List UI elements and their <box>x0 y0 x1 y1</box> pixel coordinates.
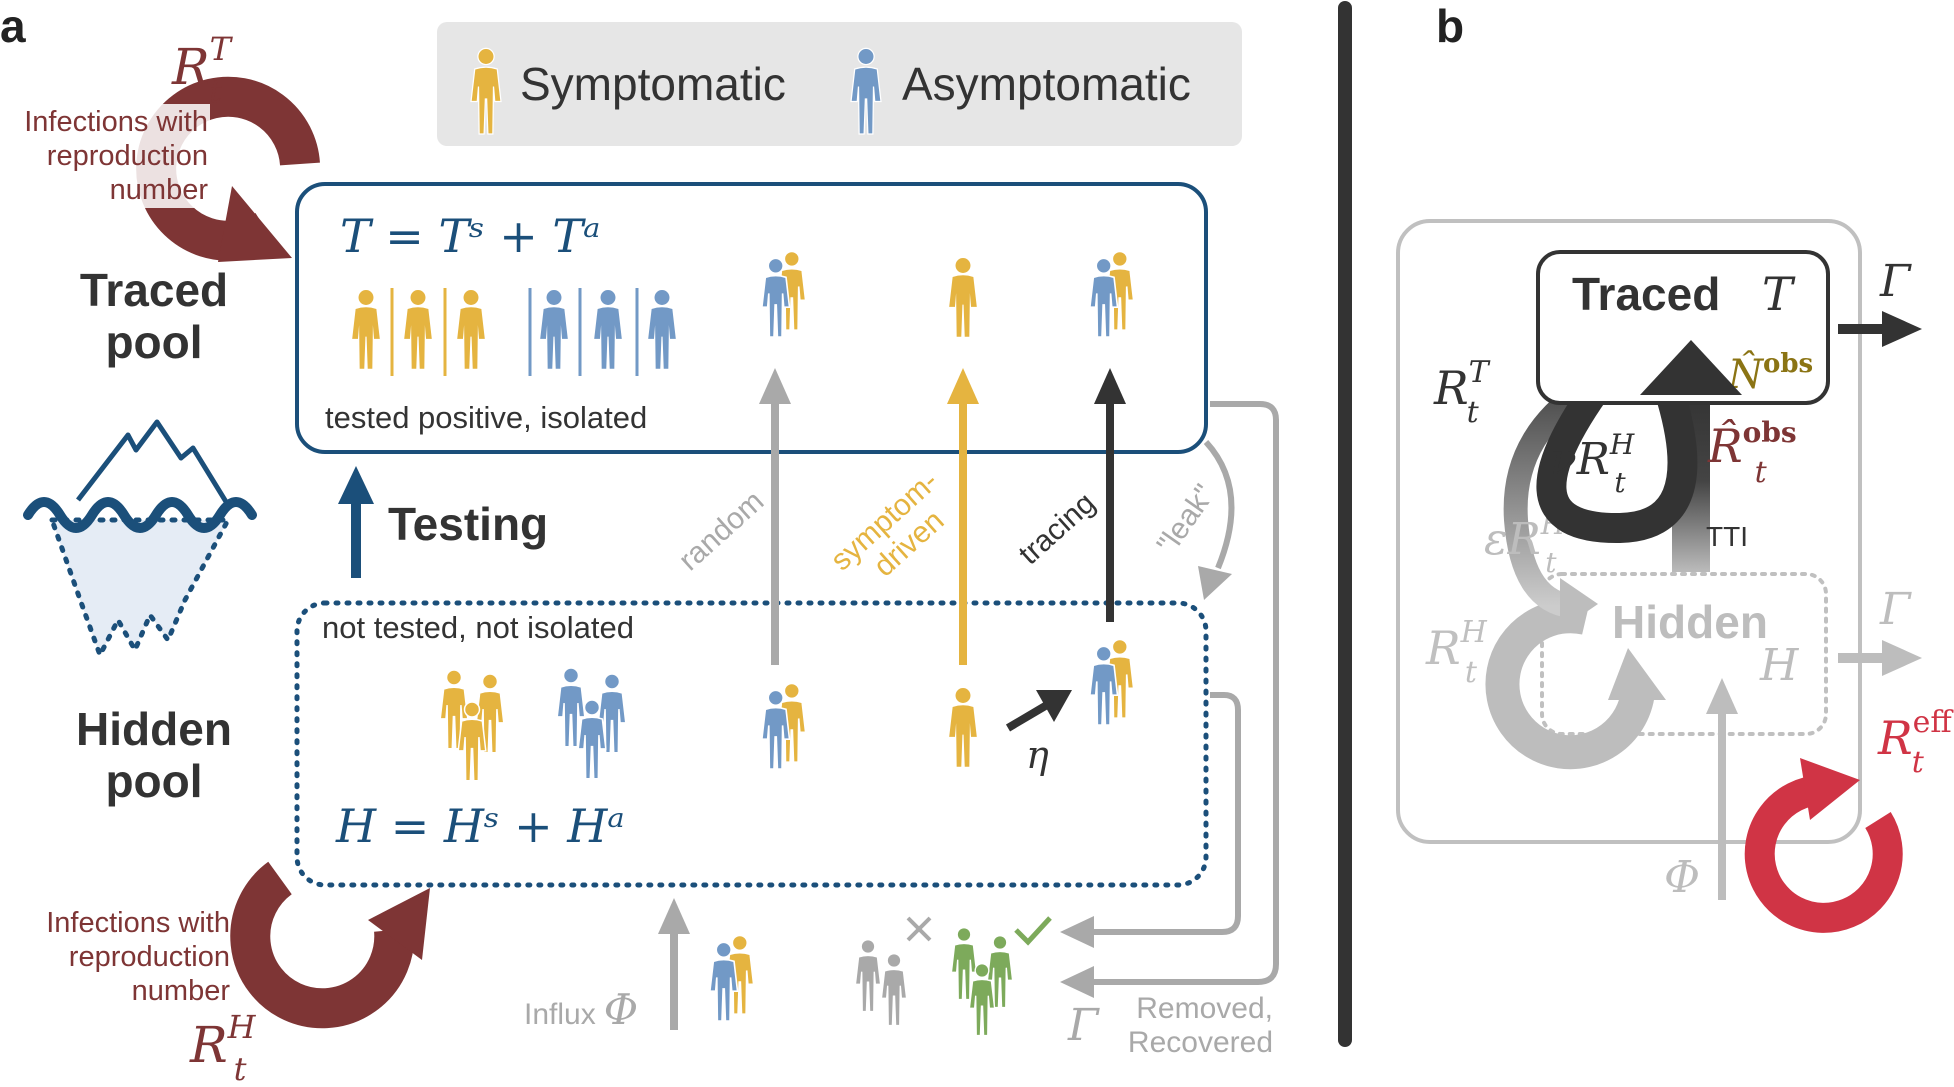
hidden-box-label: Hidden <box>1612 596 1768 648</box>
traced-loop-text-1: Infections with <box>24 106 208 138</box>
hidden-pool-label-2: pool <box>105 755 202 807</box>
removed-label-2: Recovered <box>1128 1026 1273 1059</box>
recovered-green-people <box>950 926 1014 1037</box>
hidden-pool-box <box>294 600 1209 888</box>
hidden-traced-pair <box>1090 639 1134 725</box>
legend: Symptomatic Asymptomatic <box>437 22 1242 146</box>
traced-symptomatic-group <box>352 288 485 376</box>
traced-box-label: Traced <box>1572 268 1720 320</box>
legend-symptomatic: Symptomatic <box>520 58 786 110</box>
traced-gamma-label: Γ <box>1879 256 1912 307</box>
traced-pool-label-1: Traced <box>80 264 228 316</box>
panel-a-label: a <box>0 0 26 52</box>
hidden-pool-label-1: Hidden <box>76 703 232 755</box>
testing-label: Testing <box>388 498 548 550</box>
tracing-label: tracing <box>1013 486 1102 571</box>
traced-traced-pair <box>1090 251 1134 337</box>
traced-caption: tested positive, isolated <box>325 400 647 435</box>
tti-arrowhead-top <box>1640 340 1742 395</box>
testing-arrow <box>338 466 374 578</box>
traced-box-symbol: T <box>1762 267 1796 321</box>
hidden-loop-text-1: Infections with <box>46 907 230 939</box>
traced-pool-label-2: pool <box>105 316 202 368</box>
removed-grey-people <box>854 938 908 1027</box>
hidden-gamma-arrow <box>1838 640 1922 676</box>
influx-pair <box>710 935 754 1021</box>
hidden-self-loop <box>1485 599 1666 770</box>
hidden-symptom-person <box>949 688 977 767</box>
hidden-caption: not tested, not isolated <box>322 610 634 645</box>
hidden-equation: H = Hˢ + Hᵃ <box>335 799 625 853</box>
phi-influx-arrow <box>1706 678 1738 900</box>
iceberg-icon <box>23 419 257 662</box>
removed-label-1: Removed, <box>1136 992 1273 1025</box>
traced-loop-text-2: reproduction <box>47 140 208 172</box>
cross-icon <box>906 916 932 942</box>
removed-path-traced <box>1060 401 1279 998</box>
hidden-box <box>1540 572 1828 736</box>
hidden-asymptomatic-crowd <box>556 667 627 780</box>
traced-symptom-person <box>949 258 977 337</box>
random-arrow <box>759 368 791 665</box>
legend-asymptomatic: Asymptomatic <box>902 58 1191 110</box>
hidden-gamma-label: Γ <box>1879 584 1912 635</box>
hidden-random-pair <box>762 683 806 769</box>
traced-gamma-arrow <box>1838 311 1922 347</box>
traced-random-pair <box>762 251 806 337</box>
epsilon-leak-arrow <box>1503 369 1606 618</box>
eta-label: η <box>1026 733 1049 777</box>
hidden-loop-text-2: reproduction <box>69 941 230 973</box>
hidden-symptomatic-crowd <box>439 669 505 782</box>
epsilon-leak-arrowhead <box>1560 578 1598 630</box>
traced-box <box>1536 250 1830 405</box>
hidden-loop-text-3: number <box>132 975 231 1007</box>
random-label: random <box>673 485 771 578</box>
removed-gamma: Γ <box>1067 1000 1100 1051</box>
check-icon <box>1014 916 1052 946</box>
symptom-arrow <box>947 368 979 665</box>
nu-loop <box>1536 360 1698 544</box>
traced-equation: T = Tˢ + Tᵃ <box>340 209 600 263</box>
eta-arrow <box>1005 690 1072 732</box>
leak-curve <box>1198 439 1235 600</box>
tracing-arrow <box>1094 368 1126 622</box>
leak-label: "leak" <box>1151 479 1222 560</box>
influx-arrow <box>658 898 690 1030</box>
removed-path-hidden <box>1060 692 1241 948</box>
panel-b-outer-box <box>1396 219 1862 844</box>
tti-label: TTI <box>1706 521 1748 552</box>
traced-pool-box <box>295 182 1208 454</box>
hidden-box-symbol: H <box>1759 640 1800 691</box>
panel-b-label: b <box>1436 0 1464 52</box>
traced-loop-text-3: number <box>110 174 209 206</box>
reff-loop <box>1744 758 1903 933</box>
phi-label: Φ <box>1664 852 1700 903</box>
traced-asymptomatic-group <box>528 288 676 376</box>
